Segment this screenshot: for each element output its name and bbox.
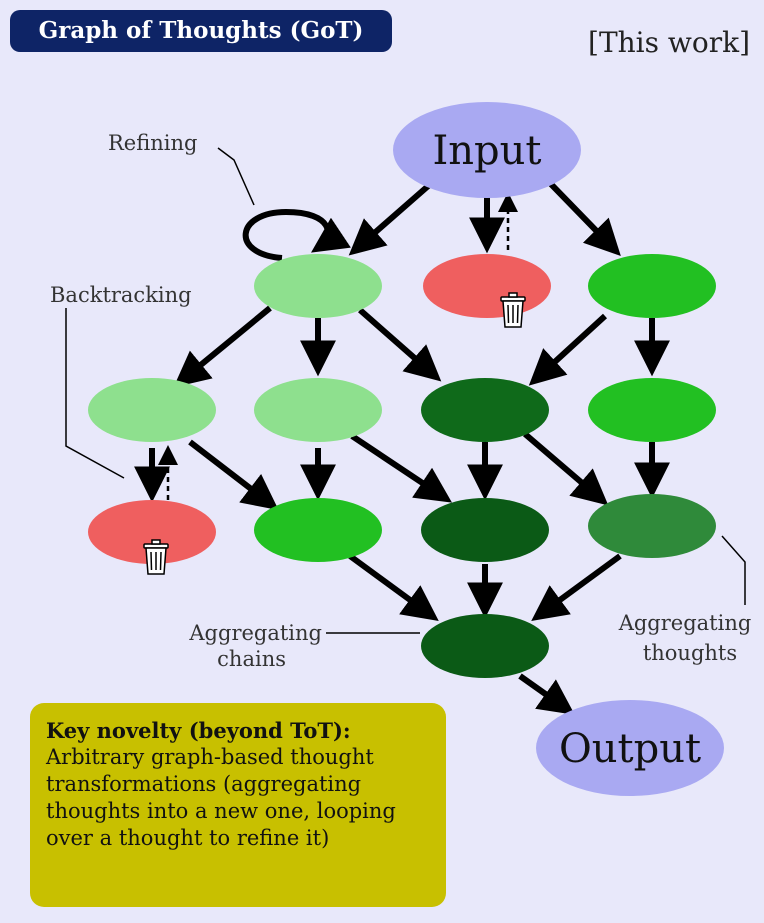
refining-label: Refining <box>108 131 197 155</box>
trash-icon <box>143 539 169 575</box>
backtracking-leader <box>65 308 125 479</box>
annotation-lines <box>65 147 746 634</box>
key-novelty-title: Key novelty (beyond ToT): <box>46 718 351 743</box>
nodes: Input Output <box>88 102 724 796</box>
edge-n1a-to-n2c <box>358 307 442 382</box>
thought-node-r2c <box>421 378 549 442</box>
backtracking-label: Backtracking <box>50 283 192 307</box>
thought-node-r3b <box>254 498 382 562</box>
input-node-label: Input <box>432 128 541 174</box>
discarded-node-r1b <box>423 254 551 318</box>
edge-n3d-to-agg <box>531 553 622 621</box>
edge-input-to-n1a <box>348 177 437 256</box>
refining-loop <box>242 208 351 261</box>
trash-icon <box>500 292 526 328</box>
thought-node-r2d <box>588 378 716 442</box>
edge-n2c-to-n3d <box>523 431 609 506</box>
thought-node-r2a <box>88 378 216 442</box>
aggregate-node <box>421 614 549 678</box>
edge-n2a-to-n3b <box>188 439 279 511</box>
aggregating-thoughts-leader <box>721 535 746 605</box>
thought-node-r3d <box>588 494 716 558</box>
edges <box>134 177 670 715</box>
aggregating-thoughts-label-1: Aggregating <box>618 611 752 635</box>
this-work-tag: [This work] <box>588 26 750 59</box>
discarded-node-r3a <box>88 500 216 564</box>
refining-leader <box>217 147 255 206</box>
aggregating-chains-label-1: Aggregating <box>188 621 322 645</box>
thought-node-r3c <box>421 498 549 562</box>
key-novelty-body: Arbitrary graph-based thought transforma… <box>46 745 396 850</box>
edge-agg-to-output <box>518 673 575 715</box>
key-novelty-box: Key novelty (beyond ToT): Arbitrary grap… <box>30 703 446 907</box>
aggregating-thoughts-label-2: thoughts <box>643 641 737 665</box>
edge-input-to-n1c <box>544 177 621 257</box>
output-node <box>536 700 724 796</box>
diagram-title: Graph of Thoughts (GoT) <box>10 10 392 52</box>
edge-n3b-to-agg <box>348 553 439 621</box>
thought-node-r1c <box>588 254 716 318</box>
output-node-label: Output <box>559 726 701 772</box>
edge-n2b-to-n3c <box>350 433 452 503</box>
edge-n1a-to-n2a <box>173 305 272 388</box>
thought-node-r1a <box>254 254 382 318</box>
input-node <box>393 102 581 198</box>
edge-n1c-to-n2c <box>528 313 608 386</box>
thought-node-r2b <box>254 378 382 442</box>
aggregating-chains-label-2: chains <box>217 647 286 671</box>
